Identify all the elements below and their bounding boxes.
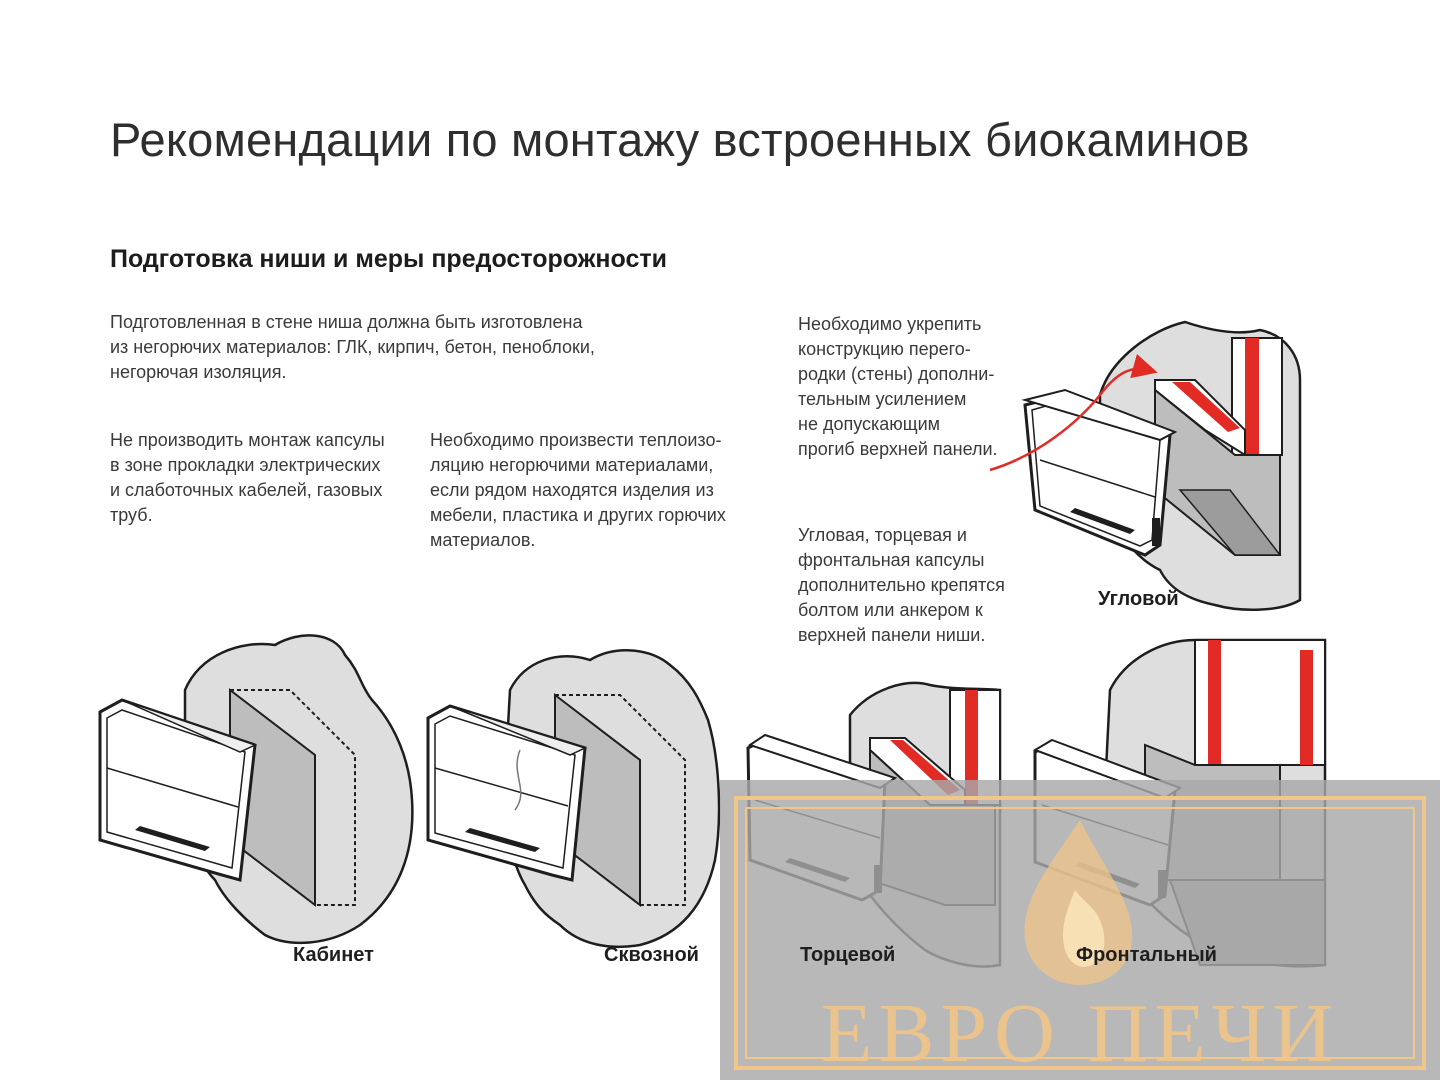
label-cabinet: Кабинет xyxy=(293,944,374,966)
insulation-line: мебели, пластика и других горючих xyxy=(430,505,726,525)
reinforce-line: не допускающим xyxy=(798,414,941,434)
intro-line: из негорючих материалов: ГЛК, кирпич, бе… xyxy=(110,337,595,357)
section-subtitle: Подготовка ниши и меры предосторожности xyxy=(110,245,667,273)
label-front: Фронтальный xyxy=(1076,944,1217,966)
watermark-logo xyxy=(734,796,1426,1070)
corner-red-post xyxy=(1245,338,1259,456)
reinforce-line: конструкцию перего- xyxy=(798,339,971,359)
fastening-line: дополнительно крепятся xyxy=(798,575,1005,595)
end-red-post xyxy=(965,690,978,805)
corner-capsule xyxy=(1021,388,1178,557)
reinforce-paragraph: Необходимо укрепить конструкцию перего- … xyxy=(798,312,998,462)
reinforce-line: тельным усилением xyxy=(798,389,967,409)
front-red-post-right xyxy=(1300,650,1313,765)
reinforce-line: прогиб верхней панели. xyxy=(798,439,998,459)
through-niche-outline xyxy=(555,694,686,906)
corner-illustration xyxy=(989,320,1302,611)
through-capsule xyxy=(426,704,588,882)
reinforce-arrow xyxy=(989,353,1158,472)
front-wall-posts xyxy=(1194,639,1326,766)
cables-line: Не производить монтаж капсулы xyxy=(110,430,385,450)
cables-paragraph: Не производить монтаж капсулы в зоне про… xyxy=(110,428,385,528)
insulation-line: если рядом находятся изделия из xyxy=(430,480,714,500)
insulation-line: Необходимо произвести теплоизо- xyxy=(430,430,722,450)
fastening-paragraph: Угловая, торцевая и фронтальная капсулы … xyxy=(798,523,1005,648)
cables-line: в зоне прокладки электрических xyxy=(110,455,381,475)
page-title: Рекомендации по монтажу встроенных биока… xyxy=(110,113,1250,166)
fastening-line: болтом или анкером к xyxy=(798,600,983,620)
intro-line: Подготовленная в стене ниша должна быть … xyxy=(110,312,583,332)
intro-line: негорючая изоляция. xyxy=(110,362,287,382)
watermark-text: ЕВРО ПЕЧИ xyxy=(821,987,1339,1080)
reinforce-line: родки (стены) дополни- xyxy=(798,364,995,384)
cables-line: и слаботочных кабелей, газовых xyxy=(110,480,383,500)
insulation-line: материалов. xyxy=(430,530,536,550)
label-through: Сквозной xyxy=(604,944,699,966)
cabinet-niche-outline xyxy=(230,689,356,906)
reinforce-line: Необходимо укрепить xyxy=(798,314,982,334)
intro-paragraph: Подготовленная в стене ниша должна быть … xyxy=(110,310,595,385)
label-end: Торцевой xyxy=(800,944,896,966)
corner-red-panel xyxy=(1172,382,1240,432)
insulation-line: ляцию негорючими материалами, xyxy=(430,455,714,475)
through-illustration xyxy=(426,649,721,949)
front-red-post-left xyxy=(1208,640,1221,765)
corner-niche-floor xyxy=(1178,489,1282,556)
cabinet-capsule xyxy=(98,698,258,882)
cabinet-illustration xyxy=(98,634,414,945)
fastening-line: верхней панели ниши. xyxy=(798,625,986,645)
label-corner: Угловой xyxy=(1098,588,1179,610)
insulation-paragraph: Необходимо произвести теплоизо- ляцию не… xyxy=(430,428,726,553)
cables-line: труб. xyxy=(110,505,153,525)
fastening-line: Угловая, торцевая и xyxy=(798,525,967,545)
fastening-line: фронтальная капсулы xyxy=(798,550,985,570)
